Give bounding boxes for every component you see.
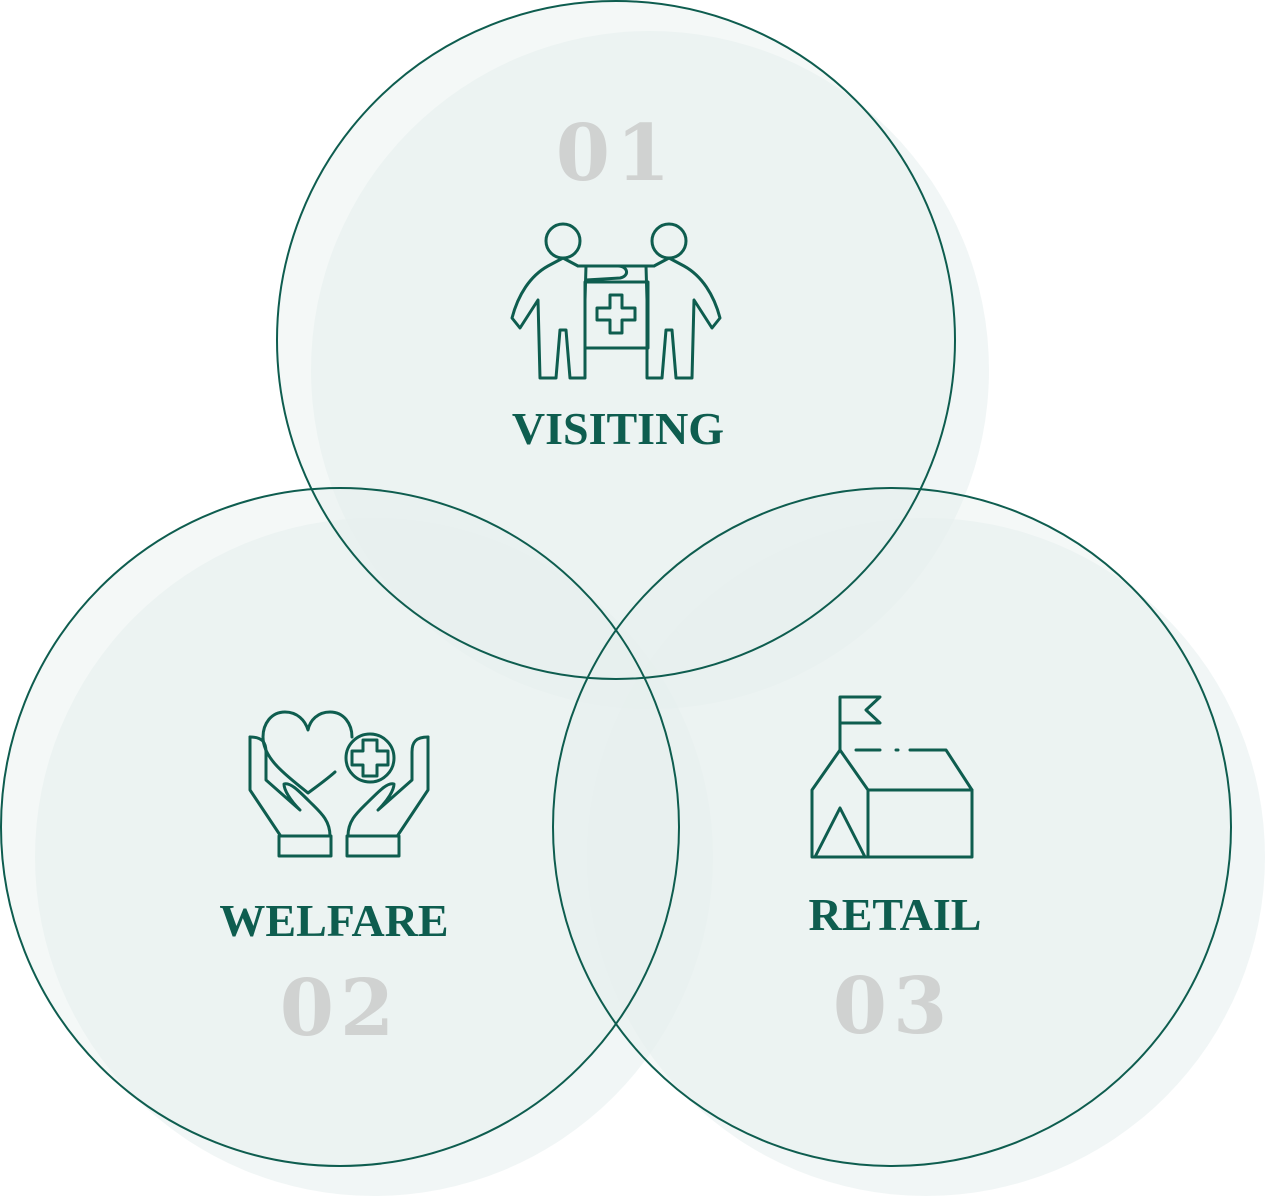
- circle-fills: [1, 1, 1231, 1166]
- circle-outline-visiting: [276, 0, 956, 680]
- circle-label-visiting: VISITING: [512, 403, 724, 454]
- circle-number-visiting: 01: [556, 108, 677, 199]
- circle-number-retail: 03: [833, 961, 954, 1052]
- caregiver-support-icon: [510, 222, 722, 380]
- circle-outline-retail: [552, 487, 1232, 1167]
- circle-outline-welfare: [0, 487, 680, 1167]
- circle-label-welfare: WELFARE: [219, 895, 448, 946]
- circle-fill-welfare: [1, 488, 679, 1166]
- circle-label-retail: RETAIL: [809, 889, 982, 940]
- circle-fill-visiting: [277, 1, 955, 679]
- store-flag-icon: [810, 695, 974, 859]
- circle-fill-retail: [553, 488, 1231, 1166]
- circle-number-welfare: 02: [280, 963, 401, 1054]
- circle-outlines: [0, 0, 1232, 1167]
- hands-heart-icon: [248, 710, 430, 858]
